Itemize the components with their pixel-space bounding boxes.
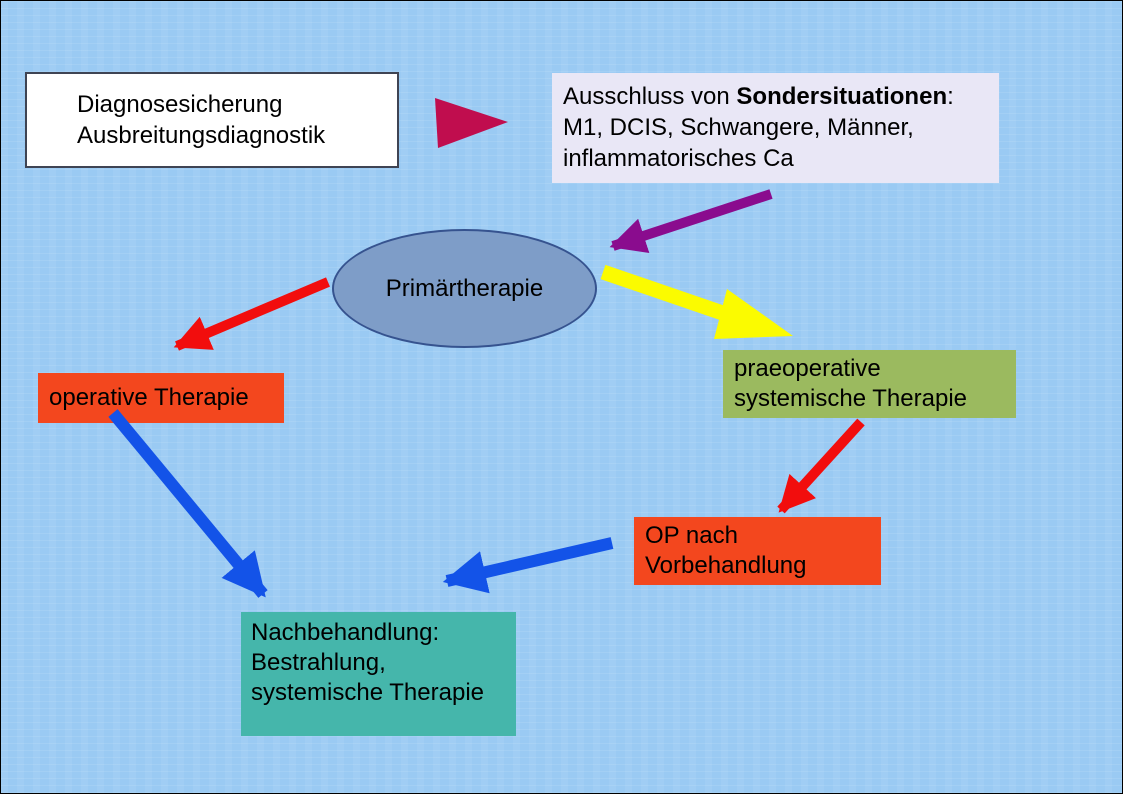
diagnose-line-1: Diagnosesicherung: [77, 91, 283, 118]
nachbehandlung-line-3: systemische Therapie: [251, 679, 484, 706]
op-nach-line-1: OP nach: [645, 522, 738, 549]
arrow-operative-to-nachbehandlung: [108, 409, 268, 598]
arrow-opnach-to-nachbehandlung: [442, 537, 614, 594]
nachbehandlung-line-2: Bestrahlung,: [251, 649, 386, 676]
sonder-line-3: inflammatorisches Ca: [563, 145, 794, 172]
arrow-primaer-to-operative: [173, 277, 330, 351]
arrow-sonder-to-primaer: [609, 189, 773, 253]
sonder-line-1-suffix: :: [947, 83, 954, 110]
op-nach-line-2: Vorbehandlung: [645, 552, 807, 579]
arrow-primaer-to-praeop-head-icon: [714, 289, 793, 339]
primaertherapie-label: Primärtherapie: [385, 274, 544, 302]
sonder-line-2: M1, DCIS, Schwangere, Männer,: [563, 114, 914, 141]
diagnose-line-2: Ausbreitungsdiagnostik: [77, 122, 326, 149]
arrow-primaer-to-praeop-shaft: [600, 264, 746, 328]
primaertherapie-ellipse: Primärtherapie: [332, 229, 597, 348]
op-nach-vorbehandlung-box: OP nach Vorbehandlung: [634, 517, 881, 585]
operative-therapie-box: operative Therapie: [38, 373, 284, 423]
arrow-praeop-to-opnach: [777, 418, 865, 514]
sonder-line-1: Ausschluss von Sondersituationen:: [563, 81, 999, 112]
sonder-line-1-bold: Sondersituationen: [736, 83, 948, 110]
nachbehandlung-box: Nachbehandlung: Bestrahlung, systemische…: [241, 612, 516, 736]
sonder-line-1-prefix: Ausschluss von: [563, 83, 737, 110]
praeoperative-box: praeoperative systemische Therapie: [723, 350, 1016, 418]
diagnose-box: Diagnosesicherung Ausbreitungsdiagnostik: [25, 72, 399, 168]
praeop-line-2: systemische Therapie: [734, 385, 967, 412]
praeop-line-1: praeoperative: [734, 355, 881, 382]
operative-therapie-label: operative Therapie: [49, 384, 249, 411]
sondersituationen-box: Ausschluss von Sondersituationen: M1, DC…: [552, 73, 999, 183]
nachbehandlung-line-1: Nachbehandlung:: [251, 619, 440, 646]
crimson-triangle-arrow-icon: [435, 98, 508, 148]
